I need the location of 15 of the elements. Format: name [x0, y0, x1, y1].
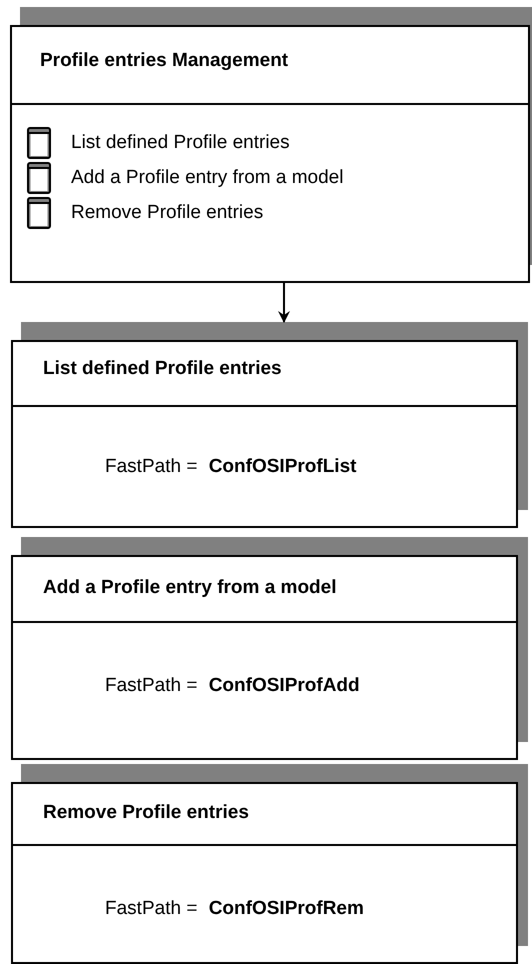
menu-item: Remove Profile entries [71, 202, 264, 224]
panel-title: Profile entries Management [40, 50, 288, 72]
fastpath-text: FastPath = ConfOSIProfList [105, 456, 356, 478]
panel-title: Remove Profile entries [43, 802, 249, 824]
panel-title: List defined Profile entries [43, 358, 282, 380]
fastpath-text: FastPath = ConfOSIProfRem [105, 898, 364, 920]
dialog-box [11, 340, 518, 528]
menu-panel [10, 25, 530, 283]
fastpath-text: FastPath = ConfOSIProfAdd [105, 675, 360, 697]
menu-item: Add a Profile entry from a model [71, 167, 344, 189]
dialog-box [11, 555, 518, 760]
dialog-box [11, 782, 518, 964]
panel-title: Add a Profile entry from a model [43, 577, 336, 599]
arrow [278, 283, 290, 323]
menu-item: List defined Profile entries [71, 132, 290, 154]
